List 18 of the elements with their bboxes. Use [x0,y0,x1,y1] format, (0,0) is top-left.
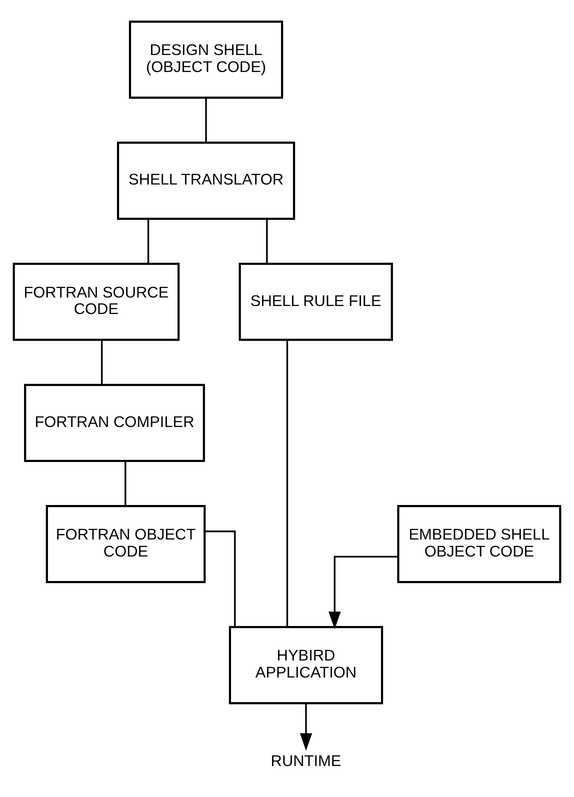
connector [147,218,150,264]
node-box: DESIGN SHELL (OBJECT CODE) [128,20,284,98]
connector [124,460,126,506]
node-box: FORTRAN COMPILER [24,383,205,462]
node-box: FORTRAN OBJECT CODE [46,504,206,583]
arrow [300,703,312,750]
node-box: SHELL TRANSLATOR [116,141,296,220]
connector [286,340,288,626]
node-box: HYBIRD APPLICATION [228,626,384,704]
connector [205,97,207,142]
node-text: RUNTIME [270,752,342,770]
node-box: EMBEDDED SHELL OBJECT CODE [397,504,562,583]
node-box: FORTRAN SOURCE CODE [12,262,180,340]
arrow [328,555,398,629]
connector [266,218,268,264]
connector [101,340,103,384]
connector [205,530,236,626]
node-box: SHELL RULE FILE [238,262,393,340]
